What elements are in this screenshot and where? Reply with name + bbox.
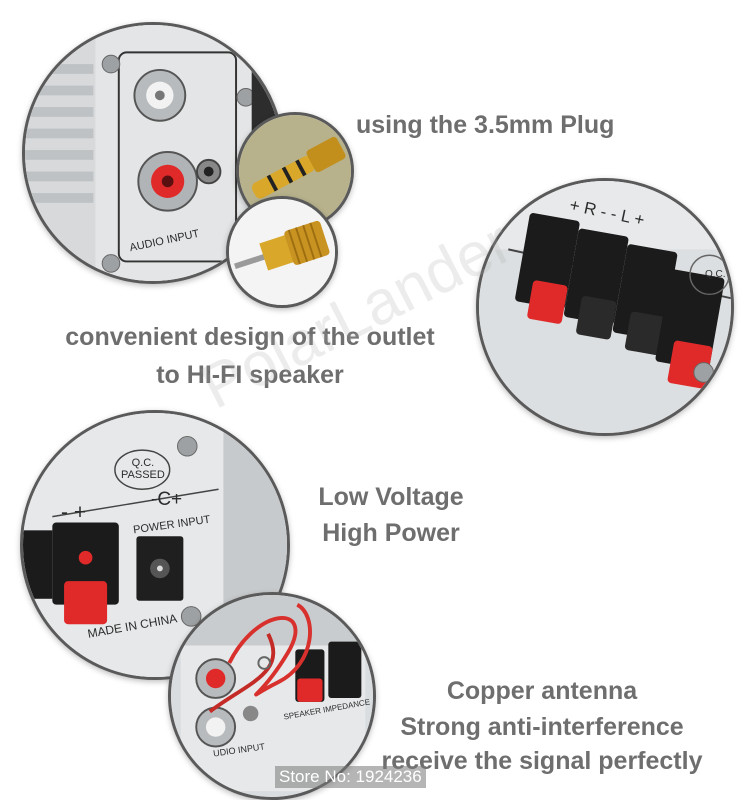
power-input-photo: Q.C. PASSED - + -C+ POWER INPUT MADE IN … bbox=[20, 410, 290, 680]
power-caption-line-2: High Power bbox=[322, 519, 460, 547]
qc-line-2: PASSED bbox=[121, 469, 165, 481]
rca-plug-illustration bbox=[229, 199, 335, 305]
store-number-tag: Store No: 1924236 bbox=[275, 766, 426, 788]
antenna-caption-line-3: receive the signal perfectly bbox=[381, 747, 703, 775]
speaker-terminal-illustration bbox=[479, 181, 731, 433]
qc-passed-label-2: Q.C. PASSED bbox=[121, 457, 165, 481]
power-input-illustration bbox=[23, 413, 287, 677]
outlet-caption-line-1: convenient design of the outlet bbox=[65, 323, 435, 351]
speaker-terminal-photo: + R - - L + Q.C. PASSED bbox=[476, 178, 734, 436]
rca-plug-photo bbox=[226, 196, 338, 308]
terminal-polarity-label: - + bbox=[61, 501, 87, 524]
antenna-caption-line-2: Strong anti-interference bbox=[400, 713, 684, 741]
plug-caption: using the 3.5mm Plug bbox=[356, 111, 615, 139]
power-caption-line-1: Low Voltage bbox=[318, 483, 464, 511]
antenna-caption-line-1: Copper antenna bbox=[446, 677, 638, 705]
dc-symbol-label: -C+ bbox=[151, 489, 183, 510]
outlet-caption-line-2: to HI-FI speaker bbox=[156, 361, 344, 389]
qc-line-1: Q.C. bbox=[131, 457, 155, 469]
qc-passed-label: Q.C. PASSED bbox=[705, 269, 734, 280]
